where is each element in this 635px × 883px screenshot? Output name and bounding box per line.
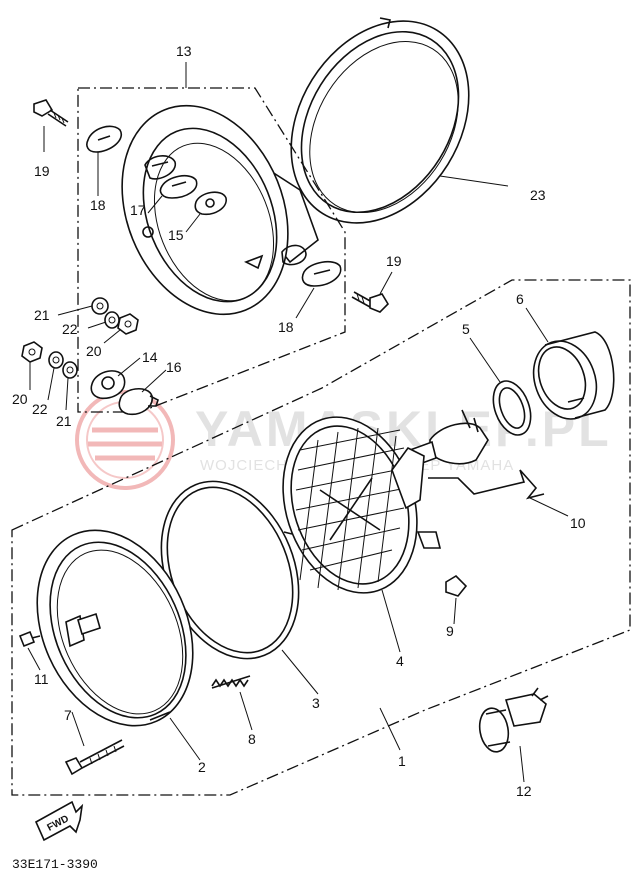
leader-lines <box>27 62 569 783</box>
label-19-lower: 19 <box>386 253 402 269</box>
grommet-18-upper <box>86 125 123 153</box>
forward-direction-arrow: FWD <box>34 800 84 842</box>
headlight-lens-4 <box>282 416 442 594</box>
label-16: 16 <box>166 359 182 375</box>
screw-7 <box>64 739 125 776</box>
label-18-lower: 18 <box>278 319 294 335</box>
label-4: 4 <box>396 653 404 669</box>
grommet-17 <box>159 174 198 199</box>
retaining-ring-5 <box>492 380 532 436</box>
bolt-19-upper <box>33 99 69 127</box>
label-10: 10 <box>570 515 586 531</box>
label-8: 8 <box>248 731 256 747</box>
housing-assembly-outline <box>77 87 346 413</box>
label-22-lower: 22 <box>32 401 48 417</box>
label-6: 6 <box>516 291 524 307</box>
diagram-code: 33E171-3390 <box>12 857 98 872</box>
washer-21-lower <box>62 361 78 379</box>
label-13: 13 <box>176 43 192 59</box>
spring-10 <box>428 469 545 500</box>
bolt-19-lower <box>351 291 390 313</box>
label-7: 7 <box>64 707 72 723</box>
grommet-14 <box>90 370 126 400</box>
bulb-cover-6 <box>532 331 615 420</box>
label-5: 5 <box>462 321 470 337</box>
label-1: 1 <box>398 753 406 769</box>
label-14: 14 <box>142 349 158 365</box>
bulb-socket <box>409 409 489 468</box>
washer-21-upper <box>91 297 109 315</box>
nut-20-lower <box>21 341 43 363</box>
label-2: 2 <box>198 759 206 775</box>
label-21-upper: 21 <box>34 307 50 323</box>
lens-grid-pattern <box>295 427 407 591</box>
lockwasher-22-lower <box>48 351 64 369</box>
bulb-12 <box>478 687 549 753</box>
label-20-upper: 20 <box>86 343 102 359</box>
label-20-lower: 20 <box>12 391 28 407</box>
screw-11 <box>18 630 41 648</box>
nut-20-upper <box>117 313 139 335</box>
label-17: 17 <box>130 202 146 218</box>
label-9: 9 <box>446 623 454 639</box>
rim-ring-23 <box>290 17 470 224</box>
headlight-unit-outline <box>11 279 631 796</box>
collar-16 <box>118 388 159 416</box>
label-21-lower: 21 <box>56 413 72 429</box>
label-23: 23 <box>530 187 546 203</box>
collar-15 <box>194 191 227 216</box>
front-rim-2 <box>36 529 194 727</box>
label-12: 12 <box>516 783 532 799</box>
grommet-18-lower <box>301 260 342 287</box>
callout-labels: 13 19 18 17 15 23 19 18 21 22 20 20 22 2… <box>12 43 586 799</box>
watermark-brand: YAMASKLEP.PL <box>195 401 612 457</box>
label-22-upper: 22 <box>62 321 78 337</box>
nut-9 <box>445 574 468 597</box>
label-3: 3 <box>312 695 320 711</box>
label-19-upper: 19 <box>34 163 50 179</box>
label-18-upper: 18 <box>90 197 106 213</box>
label-11: 11 <box>34 671 49 687</box>
lockwasher-22-upper <box>104 311 120 329</box>
spring-8 <box>211 675 251 689</box>
label-15: 15 <box>168 227 184 243</box>
